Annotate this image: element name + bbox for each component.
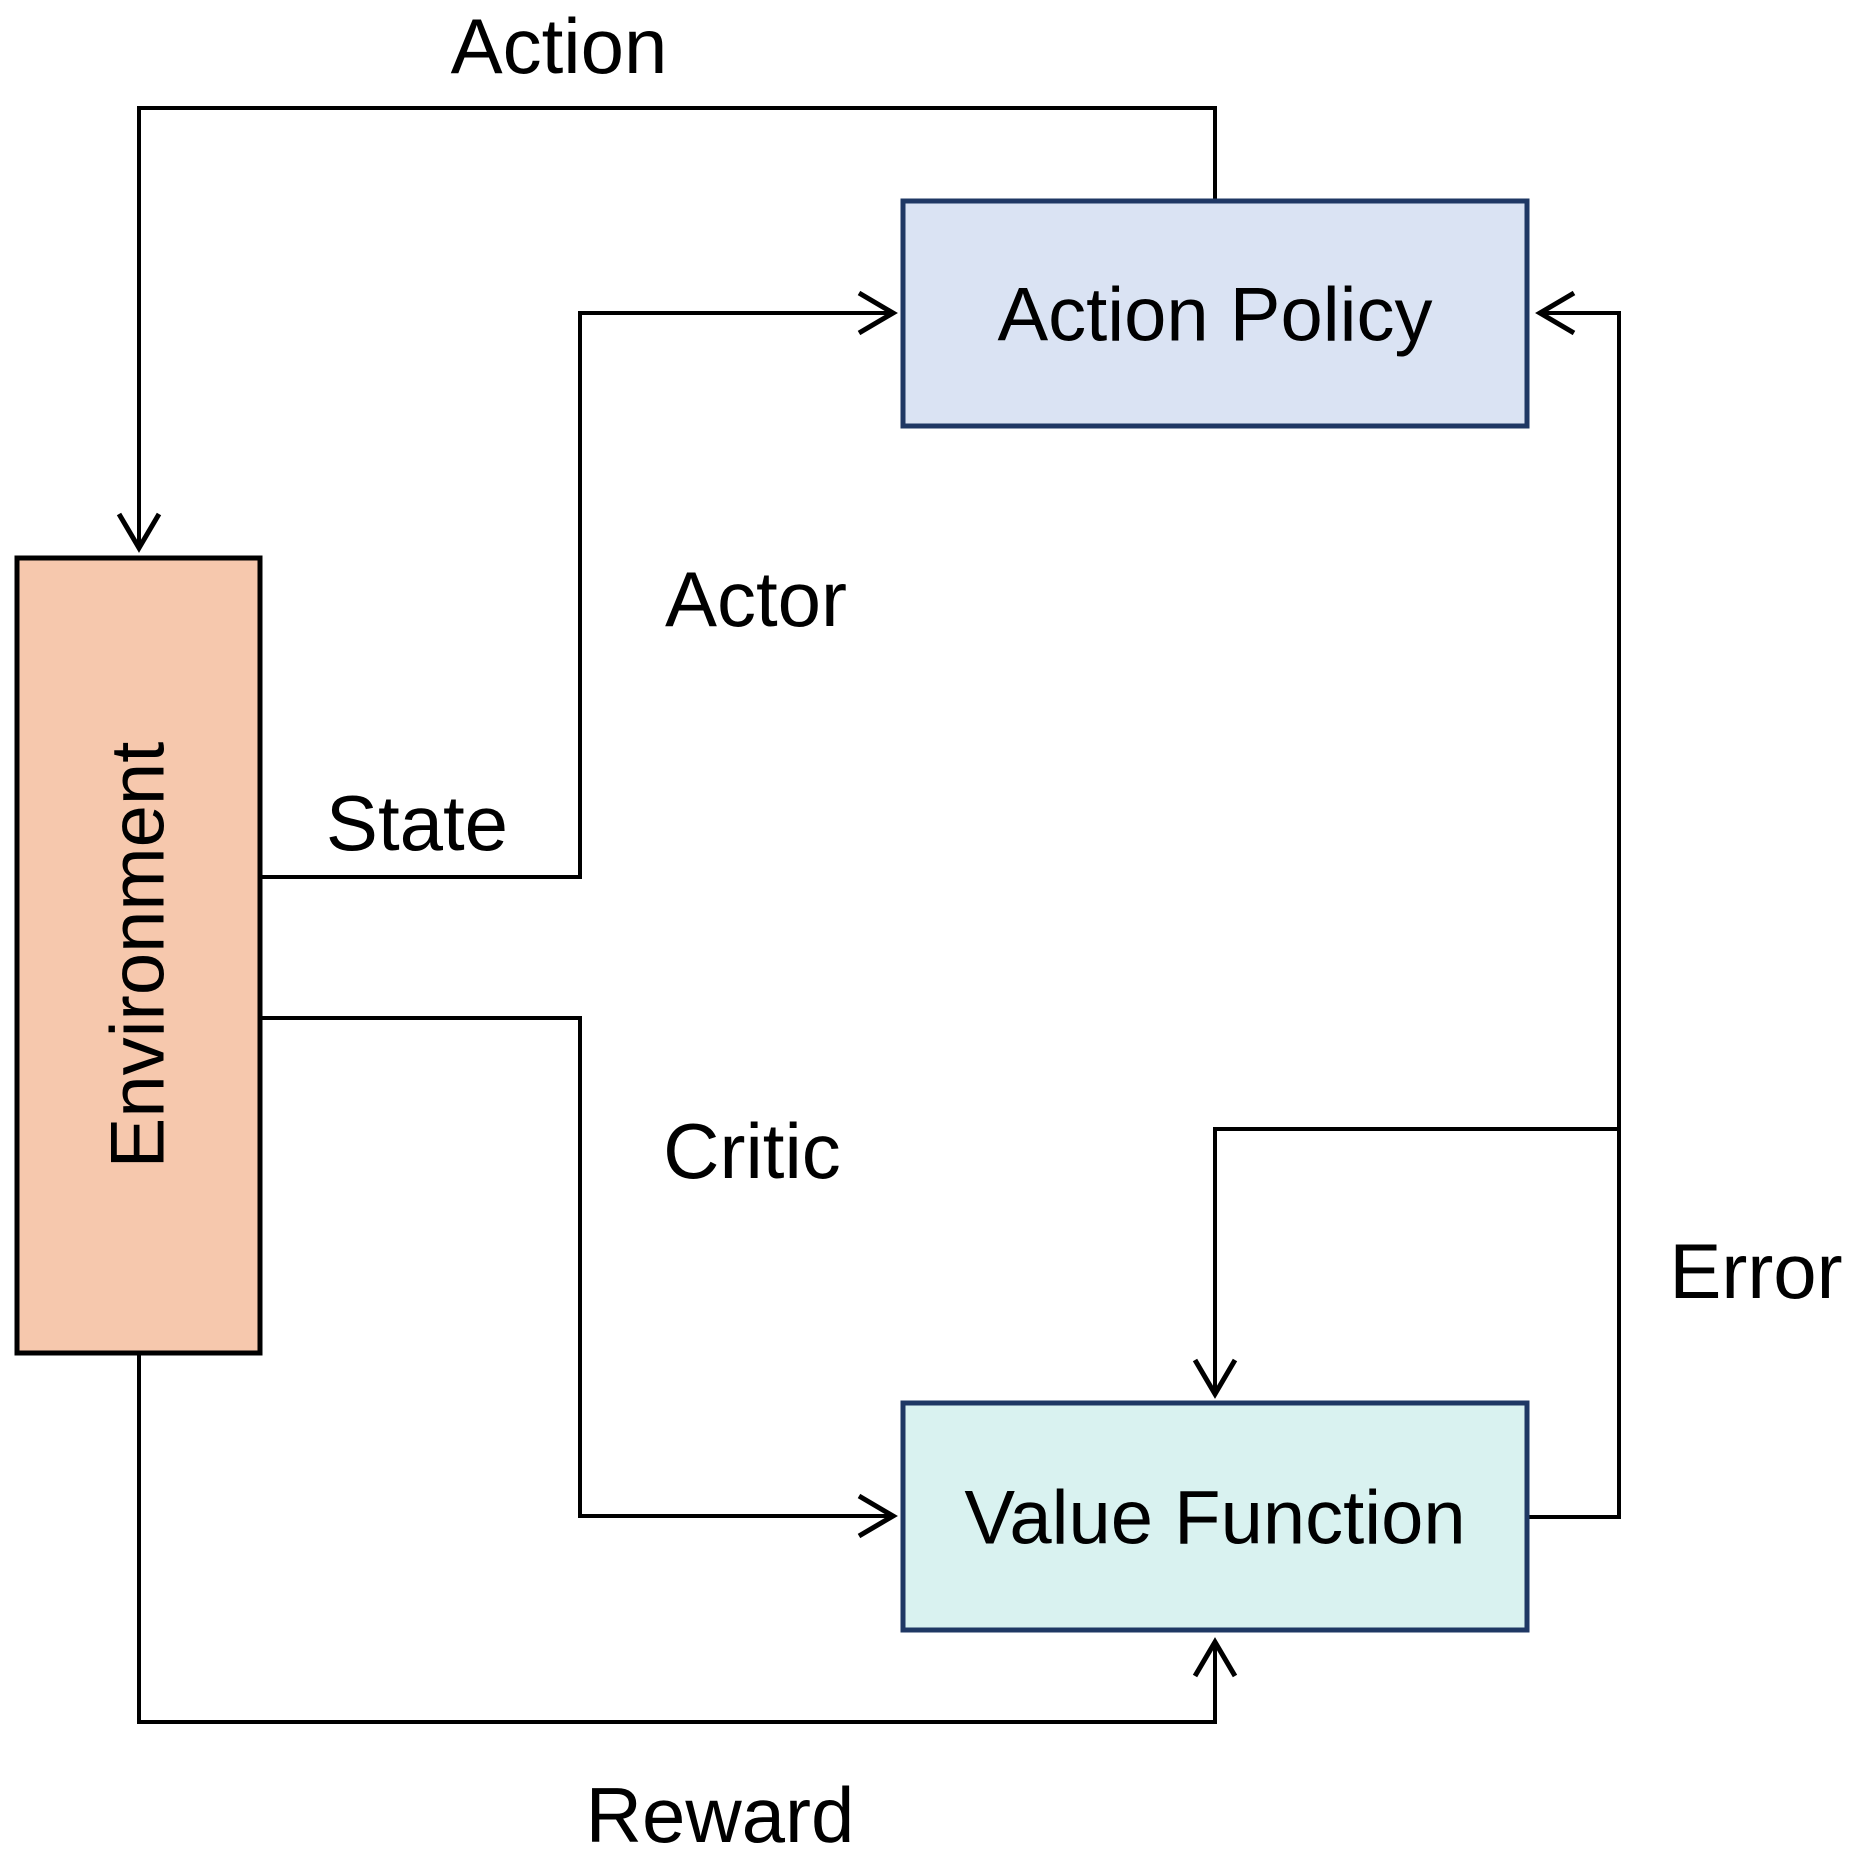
error-branch-arrow bbox=[1192, 1127, 1619, 1399]
reward-label: Reward bbox=[586, 1771, 855, 1858]
error-arrow bbox=[1525, 290, 1621, 1519]
value-function-box bbox=[900, 1400, 1530, 1633]
critic-arrow bbox=[258, 1016, 898, 1539]
value-function-label: Value Function bbox=[964, 1476, 1465, 1561]
actor-label: Actor bbox=[665, 555, 847, 643]
environment-box bbox=[14, 555, 263, 1356]
state-arrow bbox=[258, 290, 898, 879]
environment-label: Environment bbox=[96, 742, 181, 1169]
action-label: Action bbox=[451, 2, 668, 90]
action-policy-box bbox=[900, 198, 1530, 429]
state-label: State bbox=[326, 779, 508, 867]
error-label: Error bbox=[1669, 1227, 1842, 1315]
action-arrow bbox=[116, 106, 1217, 553]
action-policy-label: Action Policy bbox=[997, 273, 1432, 358]
reward-arrow bbox=[137, 1350, 1238, 1724]
critic-label: Critic bbox=[663, 1107, 841, 1195]
